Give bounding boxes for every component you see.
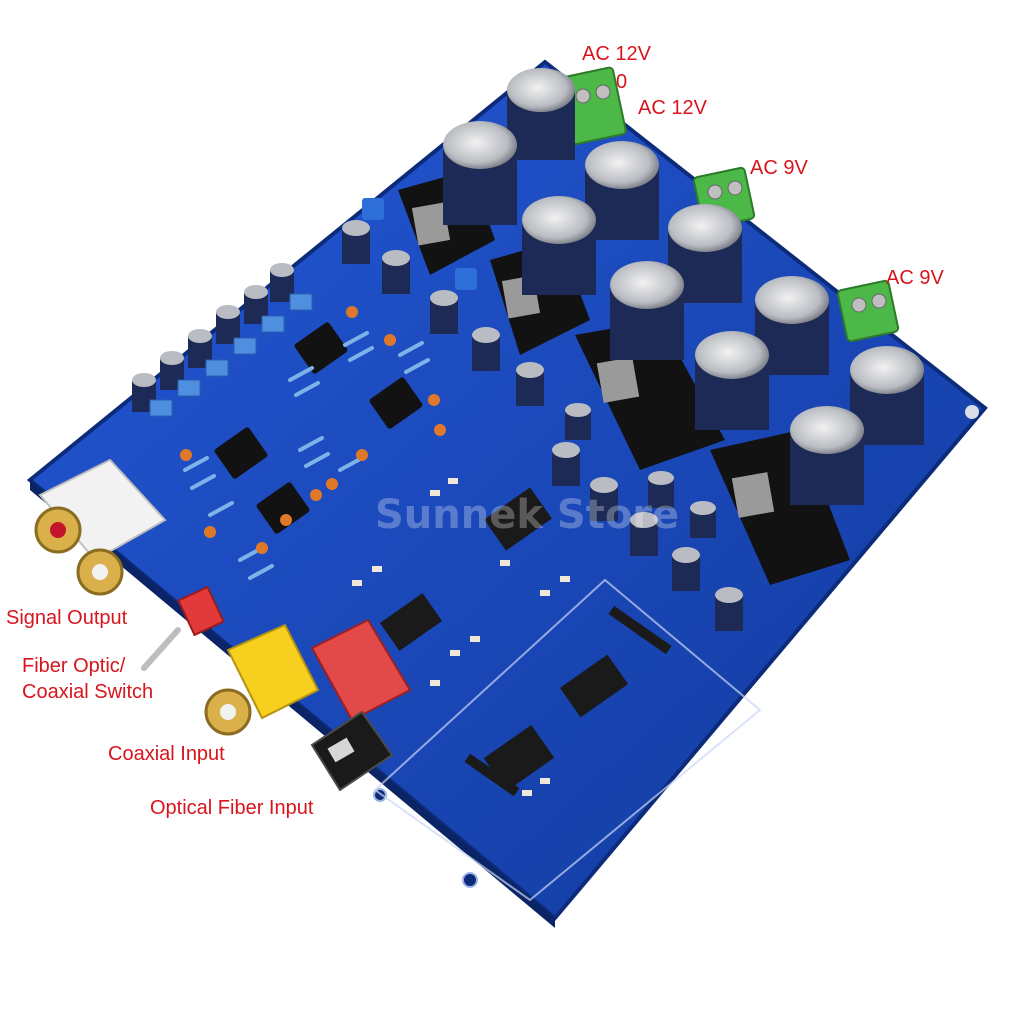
- label-signal-output: Signal Output: [6, 607, 128, 629]
- receiver-chip: [379, 593, 629, 792]
- pin-header: [464, 605, 672, 797]
- optical-fiber-input-jack: [310, 710, 394, 792]
- receiver-module-outline: [373, 578, 762, 902]
- film-capacitors: [149, 293, 313, 417]
- resistors: [183, 331, 430, 580]
- label-ac-9v-second: AC 9V: [886, 267, 944, 289]
- fiber-coaxial-toggle-switch: [141, 585, 225, 671]
- heatsink: [710, 430, 850, 585]
- label-switch-line2: Coaxial Switch: [22, 681, 154, 703]
- label-ac-9v-first: AC 9V: [750, 157, 808, 179]
- label-zero: 0: [616, 71, 628, 93]
- smd-components: [352, 478, 570, 796]
- rca-output-block: [34, 458, 167, 596]
- terminal-block-ac12v: [558, 66, 627, 146]
- op-amp-chips: [214, 322, 423, 534]
- label-ac-12v-second: AC 12V: [638, 97, 707, 119]
- coaxial-input-jack: [204, 623, 320, 736]
- ceramic-capacitors: [180, 306, 446, 554]
- trim-potentiometer: [362, 198, 477, 290]
- label-optical-fiber-input: Optical Fiber Input: [150, 797, 314, 819]
- label-coaxial-input: Coaxial Input: [108, 743, 225, 765]
- mounting-hole: [462, 872, 478, 888]
- mounting-hole: [965, 405, 979, 419]
- label-ac-12v-top: AC 12V: [582, 43, 651, 65]
- pcb-board-edge: [30, 480, 555, 928]
- terminal-block-ac9v-second: [836, 279, 900, 343]
- red-film-capacitor: [310, 618, 412, 722]
- watermark-text: Sunnek Store: [375, 492, 679, 538]
- large-capacitors: [443, 68, 924, 505]
- dac-chip: [484, 487, 552, 551]
- label-switch-line1: Fiber Optic/: [22, 655, 126, 677]
